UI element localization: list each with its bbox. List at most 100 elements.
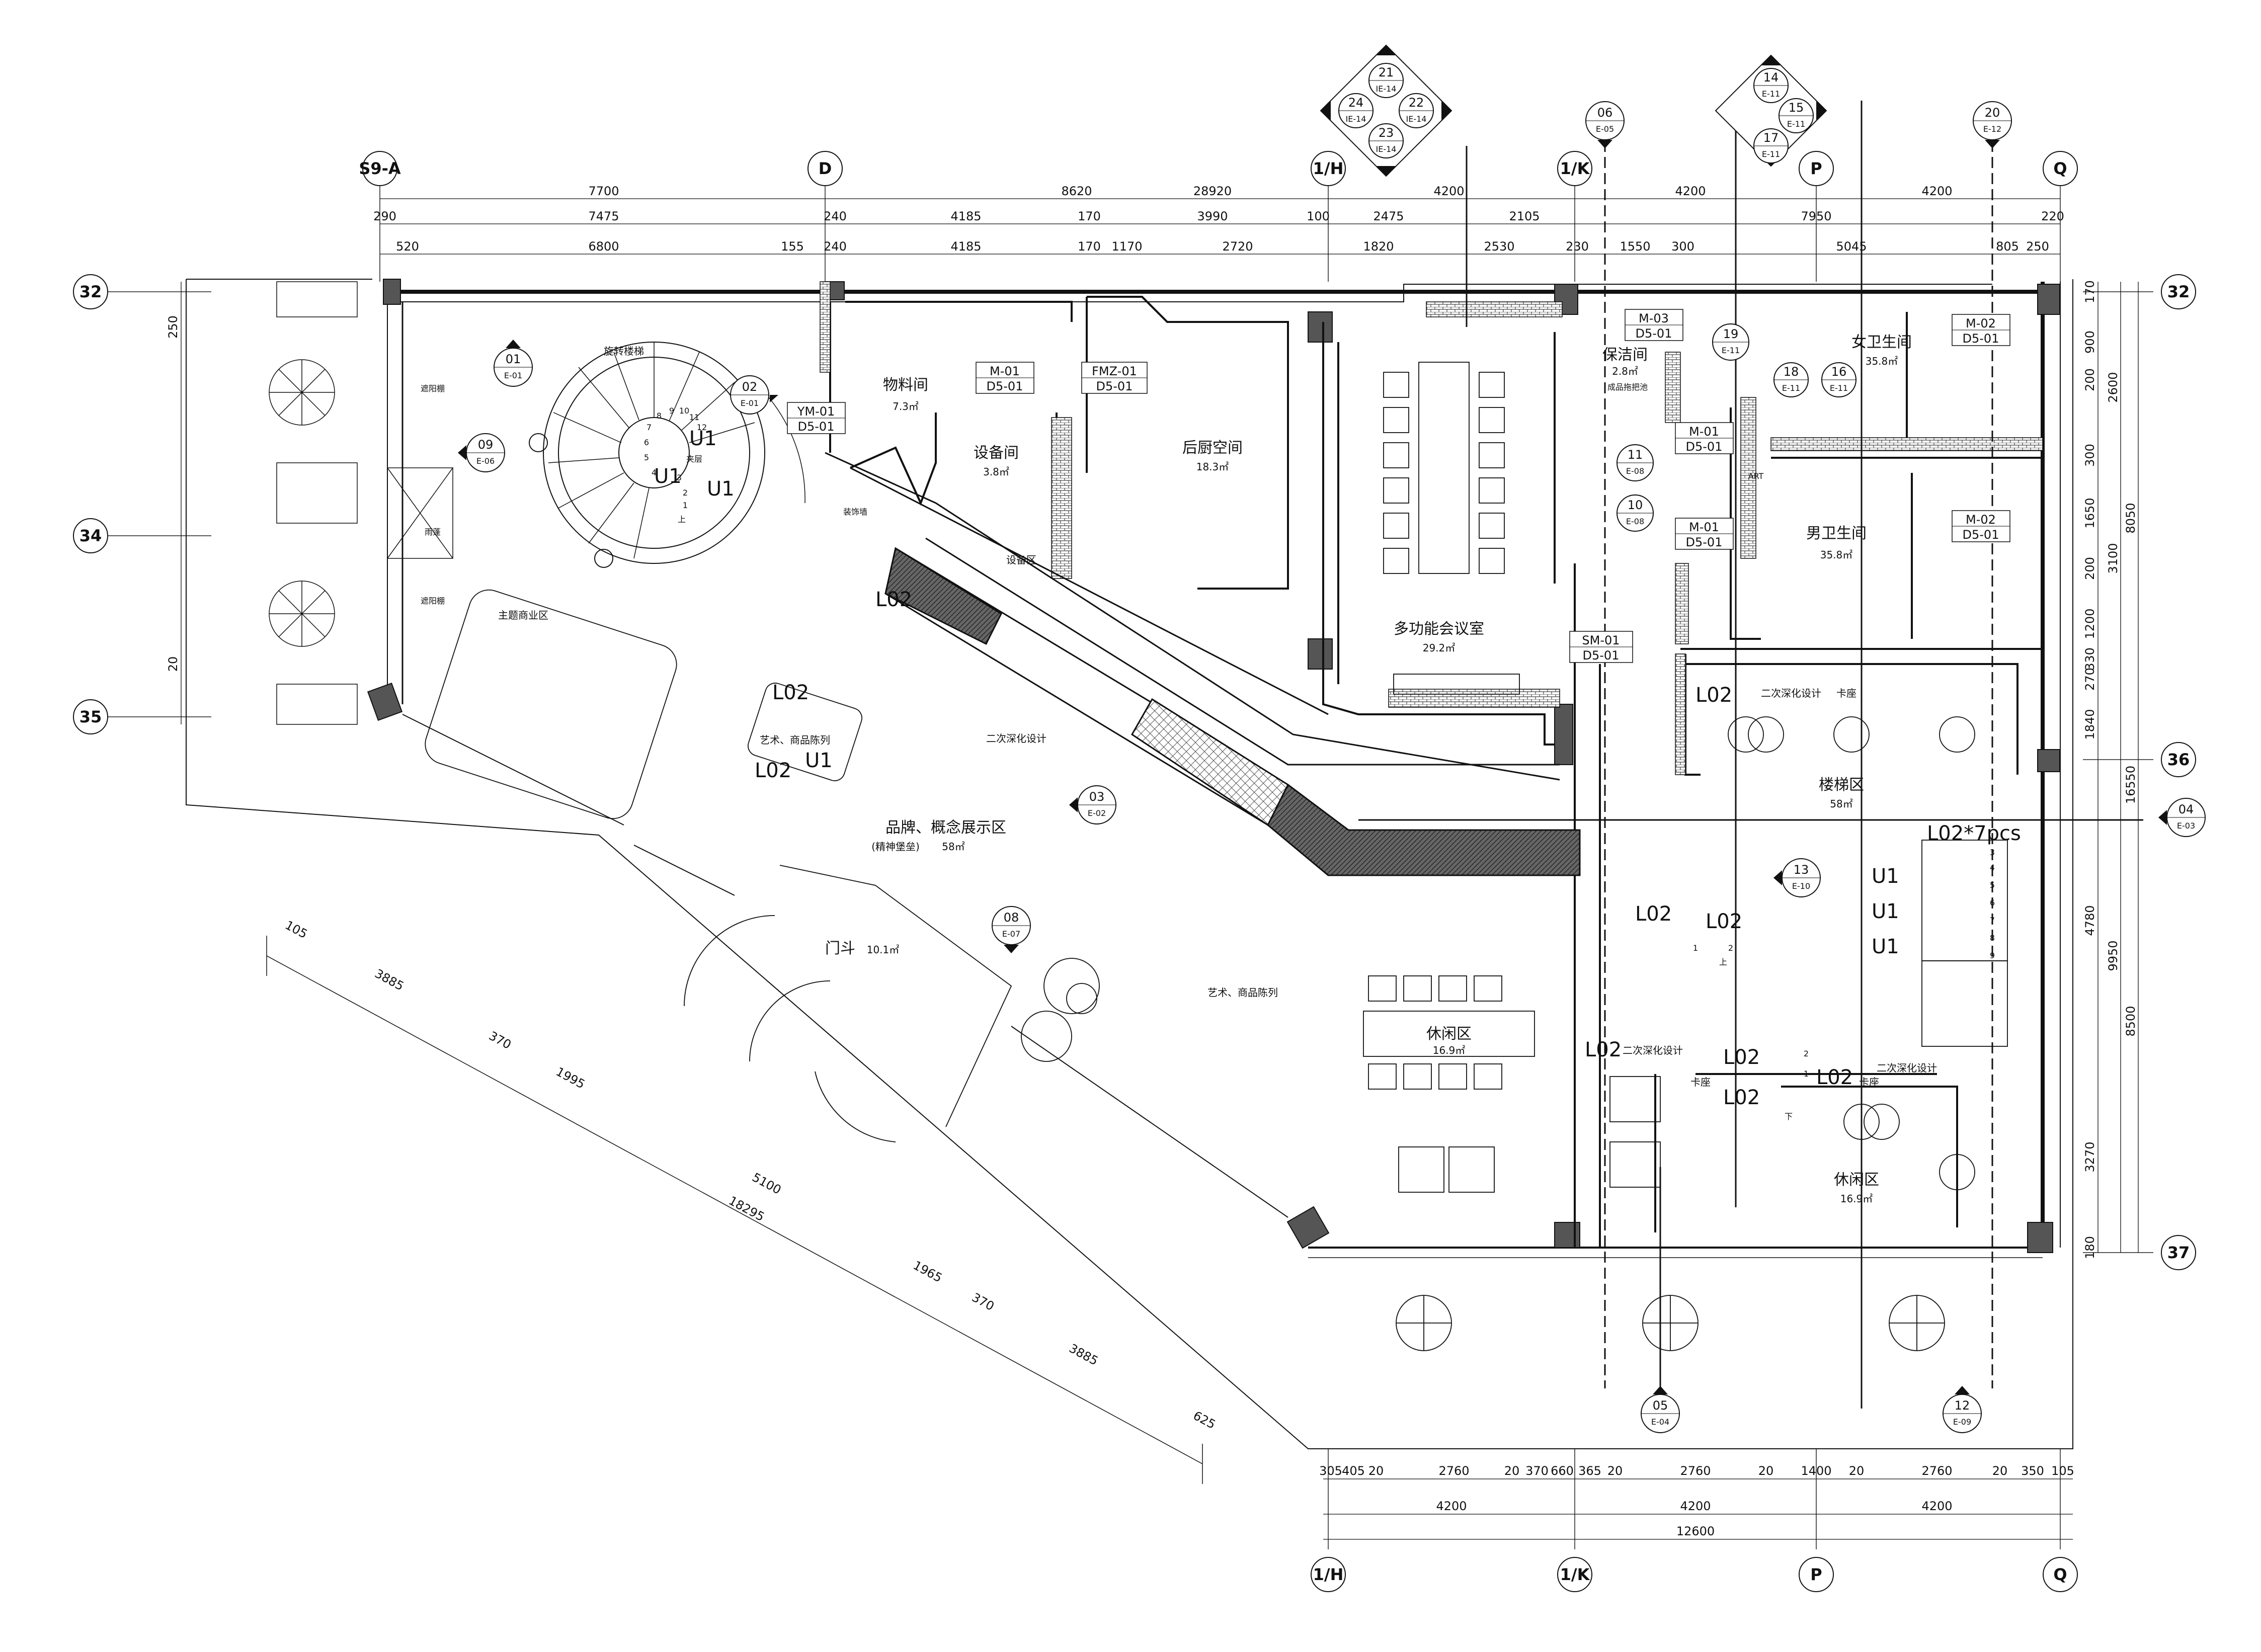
svg-text:D5-01: D5-01 bbox=[798, 420, 835, 434]
marker-u1: U1 bbox=[1872, 865, 1899, 888]
svg-text:E-01: E-01 bbox=[741, 398, 759, 408]
marker-l02: L02 bbox=[1723, 1086, 1760, 1109]
svg-text:180: 180 bbox=[2083, 1236, 2097, 1259]
elev-tag-10: 10E-08 bbox=[1617, 494, 1654, 532]
svg-text:7950: 7950 bbox=[1801, 209, 1831, 223]
marker-l02: L02 bbox=[1723, 1046, 1760, 1069]
bottom-dimensions: 305 405 20 2760 20 370 660 365 20 2760 2… bbox=[1319, 1464, 2074, 1540]
svg-text:E-07: E-07 bbox=[1002, 929, 1020, 939]
svg-text:32: 32 bbox=[2167, 282, 2190, 301]
svg-text:03: 03 bbox=[1089, 790, 1105, 804]
svg-text:250: 250 bbox=[166, 315, 180, 339]
svg-text:24: 24 bbox=[1348, 96, 1364, 110]
svg-text:1/K: 1/K bbox=[1560, 159, 1590, 178]
svg-text:1650: 1650 bbox=[2083, 498, 2097, 528]
svg-text:2475: 2475 bbox=[1373, 209, 1404, 223]
svg-text:35.8㎡: 35.8㎡ bbox=[1820, 549, 1853, 561]
svg-text:夹层: 夹层 bbox=[686, 454, 702, 464]
svg-text:1200: 1200 bbox=[2083, 608, 2097, 639]
svg-text:3: 3 bbox=[1990, 848, 1995, 857]
svg-text:370: 370 bbox=[1525, 1464, 1549, 1478]
elev-tag-02: 02E-01 bbox=[730, 375, 778, 415]
svg-text:21: 21 bbox=[1379, 65, 1394, 79]
label-meeting-room: 多功能会议室 bbox=[1394, 620, 1484, 638]
label-spiral-stair: 旋转楼梯 bbox=[604, 345, 644, 357]
svg-text:1400: 1400 bbox=[1801, 1464, 1831, 1478]
svg-text:P: P bbox=[1810, 1565, 1822, 1584]
svg-text:05: 05 bbox=[1653, 1398, 1668, 1413]
svg-text:18: 18 bbox=[1784, 365, 1799, 379]
svg-text:300: 300 bbox=[2083, 444, 2097, 467]
svg-text:二次深化设计: 二次深化设计 bbox=[1877, 1062, 1937, 1074]
label-cleaning: 保洁间 bbox=[1602, 346, 1648, 364]
diagonal-bar bbox=[825, 452, 1581, 876]
label-vestibule: 门斗 bbox=[825, 940, 855, 957]
svg-text:1/H: 1/H bbox=[1313, 1565, 1344, 1584]
svg-text:3.8㎡: 3.8㎡ bbox=[983, 466, 1009, 478]
svg-text:装饰墙: 装饰墙 bbox=[843, 507, 867, 517]
svg-text:6: 6 bbox=[1990, 898, 1995, 907]
svg-text:二次深化设计: 二次深化设计 bbox=[986, 732, 1046, 745]
svg-text:Q: Q bbox=[2053, 159, 2067, 178]
svg-text:M-01: M-01 bbox=[990, 364, 1020, 378]
hatched-walls bbox=[820, 281, 2043, 775]
grid-bubble-bottom-p: P bbox=[1799, 1557, 1834, 1592]
marker-l02: L02 bbox=[1706, 910, 1742, 933]
svg-text:10.1㎡: 10.1㎡ bbox=[867, 944, 900, 956]
svg-text:16550: 16550 bbox=[2124, 766, 2138, 804]
svg-text:E-04: E-04 bbox=[1651, 1417, 1669, 1427]
marker-l02-7pcs: L02*7pcs bbox=[1927, 822, 2021, 845]
left-trees bbox=[269, 281, 453, 725]
svg-text:625: 625 bbox=[1191, 1409, 1218, 1432]
svg-text:34: 34 bbox=[79, 526, 102, 545]
svg-text:9: 9 bbox=[669, 406, 674, 416]
svg-text:7: 7 bbox=[1990, 916, 1995, 925]
svg-text:E-09: E-09 bbox=[1953, 1417, 1971, 1427]
elev-tag-12: 12E-09 bbox=[1943, 1386, 1982, 1433]
svg-text:卡座: 卡座 bbox=[1690, 1076, 1711, 1088]
svg-text:4200: 4200 bbox=[1680, 1499, 1711, 1513]
grid-bubble-top-p: P bbox=[1799, 151, 1834, 186]
svg-text:58㎡: 58㎡ bbox=[942, 841, 964, 853]
svg-text:365: 365 bbox=[1578, 1464, 1601, 1478]
dim-top-2: 8620 bbox=[1061, 184, 1092, 198]
svg-text:1840: 1840 bbox=[2083, 709, 2097, 739]
grid-bubble-left-32: 32 bbox=[73, 274, 108, 309]
svg-text:02: 02 bbox=[742, 380, 758, 394]
svg-text:M-02: M-02 bbox=[1966, 513, 1996, 527]
svg-text:200: 200 bbox=[2083, 368, 2097, 391]
svg-text:3: 3 bbox=[677, 473, 682, 482]
svg-text:23: 23 bbox=[1379, 126, 1394, 140]
svg-text:卡座: 卡座 bbox=[1836, 687, 1856, 699]
svg-text:2760: 2760 bbox=[1438, 1464, 1469, 1478]
svg-text:E-06: E-06 bbox=[476, 456, 495, 466]
svg-text:20: 20 bbox=[1758, 1464, 1774, 1478]
svg-text:3270: 3270 bbox=[2083, 1141, 2097, 1172]
svg-text:4200: 4200 bbox=[1436, 1499, 1467, 1513]
svg-text:遮阳棚: 遮阳棚 bbox=[421, 384, 445, 393]
marker-u1: U1 bbox=[1872, 935, 1899, 958]
marker-l02: L02 bbox=[772, 681, 809, 704]
svg-text:2.8㎡: 2.8㎡ bbox=[1612, 365, 1638, 377]
svg-text:4185: 4185 bbox=[950, 239, 981, 254]
svg-text:IE-14: IE-14 bbox=[1376, 84, 1397, 94]
svg-text:200: 200 bbox=[2083, 557, 2097, 580]
grid-bubble-top-d: D bbox=[808, 151, 843, 186]
svg-text:18295: 18295 bbox=[726, 1193, 767, 1224]
svg-text:660: 660 bbox=[1551, 1464, 1574, 1478]
label-lounge-2: 休闲区 bbox=[1834, 1171, 1879, 1189]
spiral-stair bbox=[529, 342, 805, 568]
svg-text:1: 1 bbox=[1804, 1069, 1809, 1079]
elev-tag-19: 19E-11 bbox=[1712, 323, 1749, 361]
svg-text:成品拖把池: 成品拖把池 bbox=[1607, 382, 1648, 392]
svg-text:20: 20 bbox=[166, 656, 180, 672]
diagonal-dimension bbox=[266, 936, 1203, 1484]
label-back-kitchen: 后厨空间 bbox=[1182, 439, 1243, 457]
diagonal-dimension-labels: 105 3885 370 1995 5100 18295 1965 370 38… bbox=[283, 918, 1218, 1432]
elev-tag-13: 13E-10 bbox=[1773, 858, 1821, 897]
svg-text:4200: 4200 bbox=[1921, 1499, 1952, 1513]
